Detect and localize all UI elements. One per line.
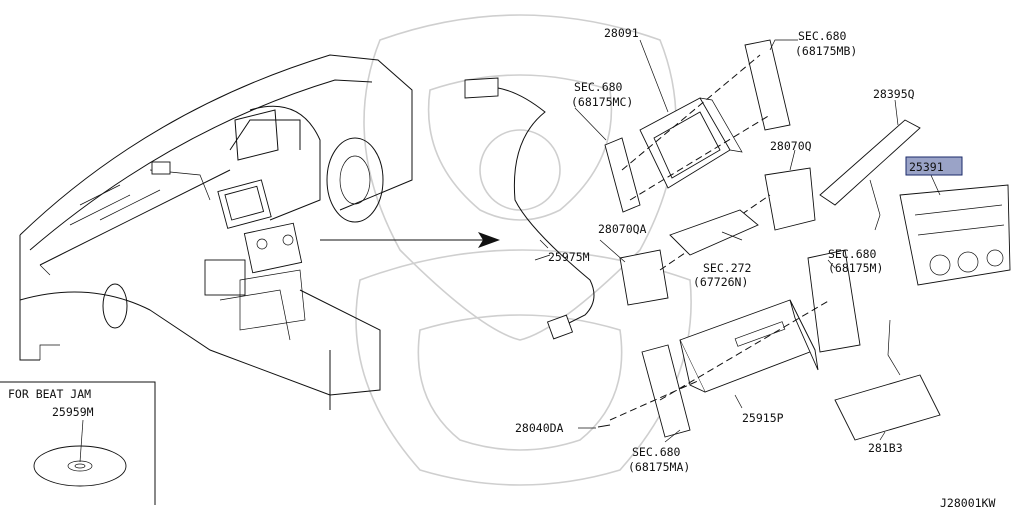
module-67726n (669, 209, 759, 256)
inset-border (0, 381, 156, 505)
label-sec680-mb-line1: SEC.680 (798, 29, 847, 43)
dashboard-illustration (19, 54, 413, 410)
label-28395q: 28395Q (873, 87, 915, 101)
screw-28040da (597, 424, 611, 428)
label-sec680-mb-line2: (68175MB) (795, 44, 857, 58)
label-sec680-ma-line1: SEC.680 (632, 445, 681, 459)
label-sec680-m-line1: SEC.680 (828, 247, 877, 261)
label-281b3: 281B3 (868, 441, 903, 455)
label-25975m: 25975M (548, 250, 590, 264)
label-28091: 28091 (604, 26, 639, 40)
label-sec680-ma-line2: (68175MA) (628, 460, 690, 474)
label-sec272-line2: (67726N) (693, 275, 748, 289)
label-28040da: 28040DA (515, 421, 564, 435)
display-28091 (604, 39, 791, 213)
control-unit-281b3 (834, 319, 941, 441)
label-25959m: 25959M (52, 405, 94, 419)
inset-title: FOR BEAT JAM (8, 387, 91, 401)
label-sec680-mc-line2: (68175MC) (571, 95, 633, 109)
leader-25959m (79, 419, 84, 463)
label-sec680-mc-line1: SEC.680 (574, 80, 623, 94)
beat-jam-disc (33, 445, 127, 487)
label-sec680-m-line2: (68175M) (828, 261, 883, 275)
mount-dash-main (609, 299, 831, 421)
label-25391[interactable]: 25391 (909, 160, 944, 174)
highlight-badge-25391[interactable] (905, 156, 963, 176)
label-28070qa: 28070QA (598, 222, 647, 236)
label-28070q: 28070Q (770, 139, 812, 153)
bracket-28070q (764, 167, 816, 231)
bracket-68175ma (641, 344, 691, 438)
switch-28395q (819, 119, 921, 206)
control-panel-25391 (899, 184, 1011, 286)
label-sec272-line1: SEC.272 (703, 261, 751, 275)
bracket-68175m (807, 249, 861, 353)
label-25915p: 25915P (742, 411, 784, 425)
detail-pointer-arrowhead (478, 232, 500, 248)
mount-dash-28091 (621, 54, 771, 201)
watermark-emblem (355, 14, 692, 486)
bracket-28070qa (619, 249, 669, 306)
diagram-id: J28001KW (940, 496, 995, 510)
main-unit-25915p (679, 299, 819, 393)
leader-lines (539, 39, 941, 443)
antenna-cable-25975m (464, 77, 595, 340)
